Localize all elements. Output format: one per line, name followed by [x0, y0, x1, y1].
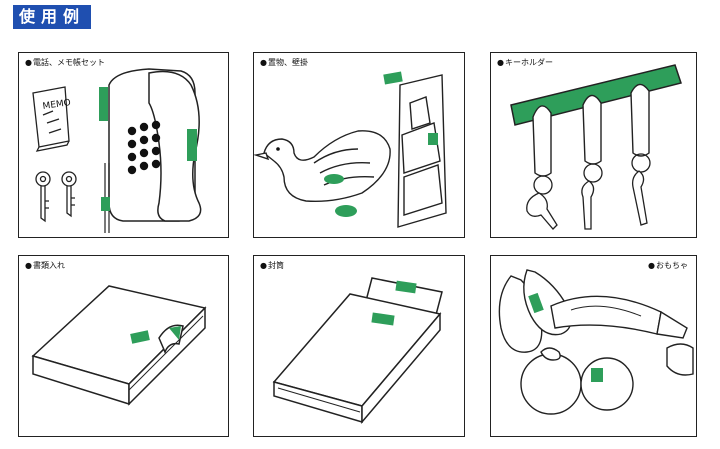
panel-caption: ●キーホルダー	[497, 57, 553, 68]
document-holder-illustration	[31, 285, 207, 406]
example-panel-ornament-wall: ●置物、壁掛	[253, 52, 465, 238]
panel-caption: ●電話、メモ帳セット	[25, 57, 105, 68]
bullet-icon: ●	[260, 58, 267, 67]
caption-text: 電話、メモ帳セット	[32, 58, 105, 67]
bullet-icon: ●	[25, 58, 32, 67]
caption-text: 封筒	[267, 261, 284, 270]
bullet-icon: ●	[260, 261, 267, 270]
page-title: 使用例	[13, 5, 91, 29]
toys-illustration	[498, 269, 694, 415]
example-panel-key-holder: ●キーホルダー	[490, 52, 697, 238]
example-panel-envelope: ●封筒	[253, 255, 465, 437]
example-panel-telephone-memo: MEMO ●電話、メモ帳セット	[18, 52, 229, 238]
memo-label: MEMO	[42, 98, 71, 112]
panel-caption: ●置物、壁掛	[260, 57, 308, 68]
panel-caption: ●書類入れ	[25, 260, 65, 271]
bullet-icon: ●	[497, 58, 504, 67]
envelope-illustration	[272, 277, 443, 425]
panel-caption: ●封筒	[260, 260, 284, 271]
bullet-icon: ●	[648, 261, 655, 270]
example-panel-toys: ●おもちゃ	[490, 255, 697, 437]
ornament-wall-illustration	[254, 71, 447, 228]
caption-text: 書類入れ	[32, 261, 65, 270]
caption-text: キーホルダー	[504, 58, 553, 67]
telephone-memo-illustration: MEMO	[32, 68, 202, 233]
key-holder-illustration	[510, 64, 682, 230]
example-panel-document-holder: ●書類入れ	[18, 255, 229, 437]
panel-caption: ●おもちゃ	[648, 260, 688, 271]
bullet-icon: ●	[25, 261, 32, 270]
caption-text: おもちゃ	[656, 261, 688, 270]
caption-text: 置物、壁掛	[267, 58, 308, 67]
